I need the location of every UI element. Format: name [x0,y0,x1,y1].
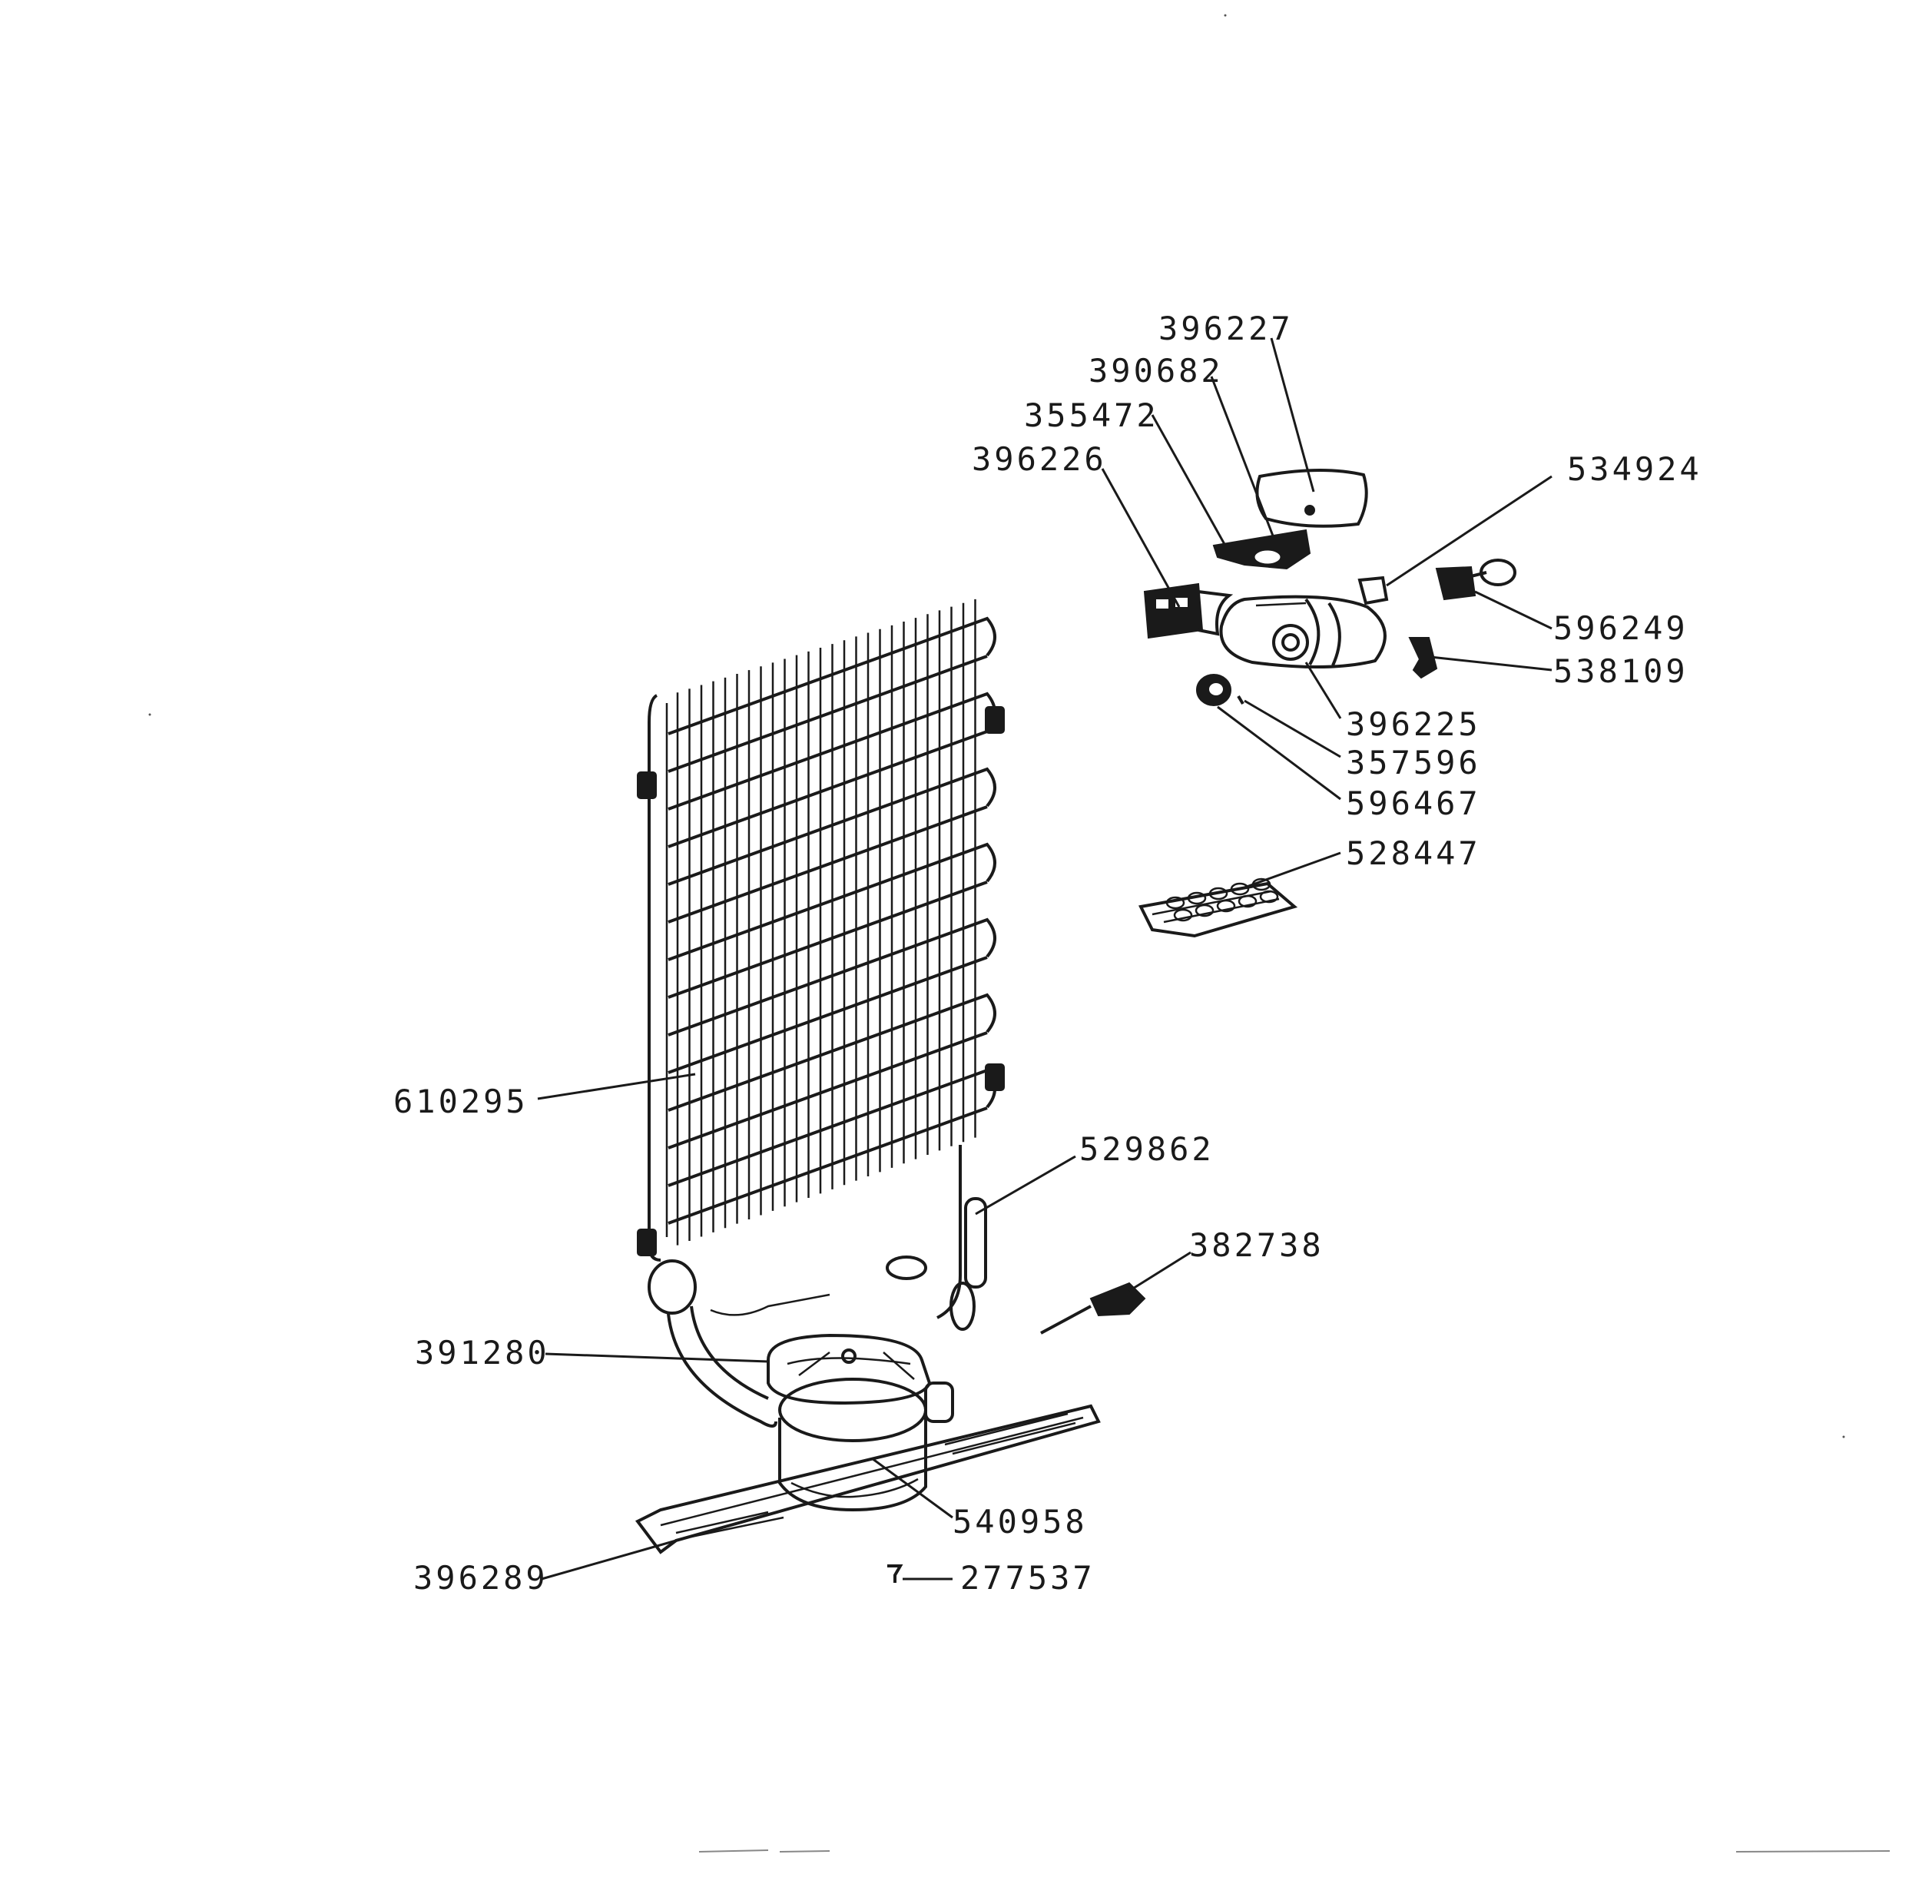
label-277537: 277537 [960,1559,1095,1597]
ice-cell [1187,891,1207,905]
leader-lines [537,337,1553,1581]
compressor [778,1378,954,1512]
coil-tube [668,730,988,848]
label-396226: 396226 [972,440,1107,478]
label-540958: 540958 [953,1503,1088,1541]
ice-cell [1216,899,1236,913]
condenser-coil [637,599,1005,1428]
label-382738: 382738 [1189,1226,1324,1264]
label-391280: 391280 [415,1334,550,1372]
label-390682: 390682 [1089,352,1224,390]
ice-cell [1208,887,1228,901]
lamp-switch [1435,559,1516,601]
label-396289: 396289 [413,1559,548,1597]
ice-cell [1238,894,1258,908]
knob-screw [1237,695,1244,705]
scan-specks [148,14,1891,1853]
ice-tray [1138,877,1298,938]
filter-drier [964,1197,987,1289]
coil-tube [668,805,988,924]
coil-tube [668,1031,988,1149]
label-534924: 534924 [1567,450,1702,488]
part-labels: 396227 390682 355472 396226 534924 59624… [393,310,1702,1597]
label-610295: 610295 [393,1083,529,1120]
ice-cell [1230,882,1250,896]
label-596467: 596467 [1346,784,1481,822]
coil-tube [668,767,996,886]
ice-cell [1173,908,1193,922]
clip-part [1040,1282,1146,1335]
label-396225: 396225 [1346,705,1481,743]
coil-tube [668,655,988,773]
label-596249: 596249 [1553,609,1688,647]
coil-tube [668,881,988,999]
coil-tube [668,956,988,1074]
mounting-base-plate [635,1404,1101,1554]
lamp-holder [1212,529,1311,570]
coil-tube [668,842,996,961]
ice-cell [1259,890,1279,904]
knob [1196,674,1231,706]
label-396227: 396227 [1158,310,1294,347]
ice-cell [1195,904,1215,917]
screw [887,1564,903,1583]
thermostat-bracket [1143,582,1234,639]
coil-tube [668,1106,988,1225]
label-355472: 355472 [1024,396,1159,434]
end-clip [1408,637,1438,679]
relay-box [767,1333,932,1405]
lamp-cover [1255,469,1368,528]
ice-cell [1165,896,1185,910]
coil-tube [668,917,996,1037]
thermostat-housing [1219,595,1387,669]
label-538109: 538109 [1553,652,1688,690]
label-529862: 529862 [1079,1130,1215,1168]
connector-block [1357,576,1389,605]
coil-tube [668,616,996,735]
label-528447: 528447 [1346,834,1481,872]
coil-tube [668,993,996,1112]
label-357596: 357596 [1346,744,1481,781]
